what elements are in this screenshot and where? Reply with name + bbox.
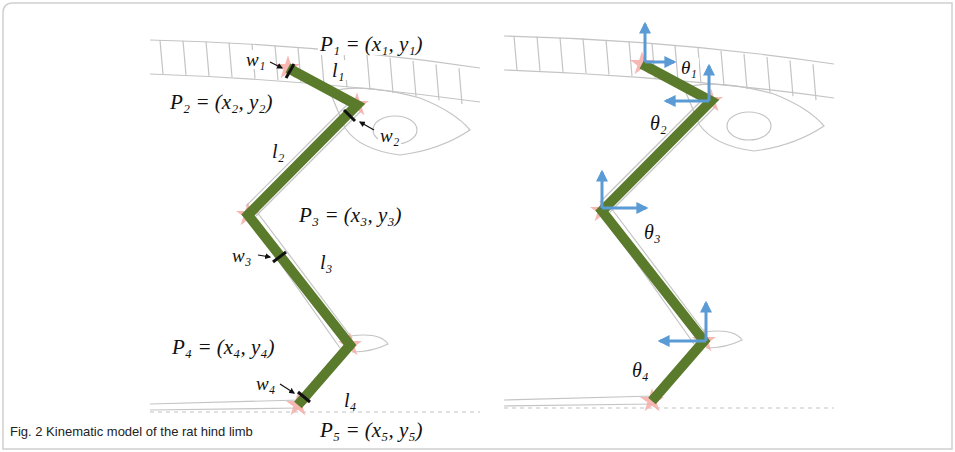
angle-label: θ₃ (642, 222, 663, 242)
length-label: l₁ (330, 60, 347, 80)
figure-caption: Fig. 2 Kinematic model of the rat hind l… (10, 424, 253, 440)
length-label: l₂ (270, 141, 287, 161)
width-label: w₂ (378, 126, 401, 145)
point-label: P₄ = (x₄, y₄) (170, 337, 277, 358)
angle-label: θ₂ (648, 113, 669, 133)
width-label: w₃ (230, 246, 253, 265)
figure-frame (3, 3, 952, 449)
point-label: P₃ = (x₃, y₃) (297, 205, 404, 226)
length-label: l₃ (318, 252, 335, 272)
width-bars (273, 64, 355, 402)
point-label: P₂ = (x₂, y₂) (168, 92, 275, 113)
angle-label: θ₁ (679, 58, 699, 77)
point-label: P₅ = (x₅, y₅) (318, 420, 425, 441)
skeleton-sketch (150, 40, 480, 412)
hind-limb-copy (504, 36, 834, 411)
hind-limb (150, 40, 480, 415)
width-label: w₄ (254, 374, 277, 393)
length-label: l₄ (342, 390, 359, 410)
angle-label: θ₄ (630, 360, 651, 380)
width-label: w₁ (244, 50, 267, 69)
joint-axes (602, 24, 709, 341)
point-label: P₁ = (x₁, y₁) (318, 34, 425, 55)
